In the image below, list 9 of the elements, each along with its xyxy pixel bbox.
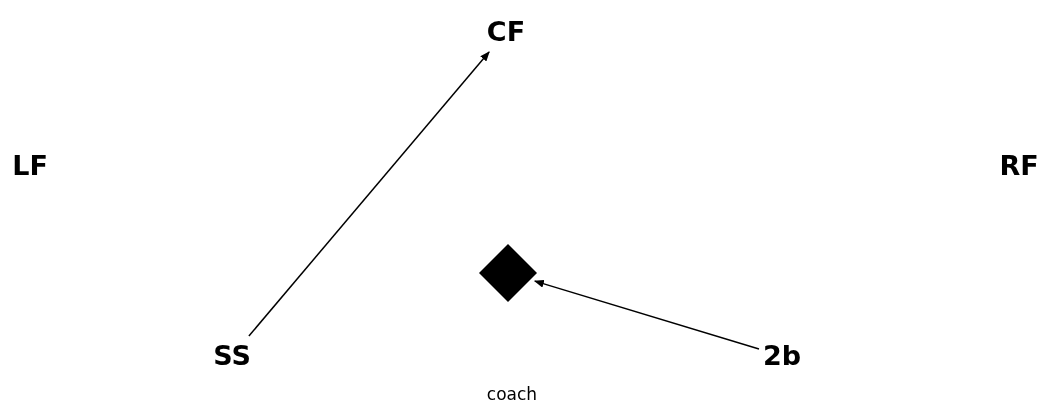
note-label: coach (486, 384, 538, 404)
position-label: RF (999, 150, 1039, 182)
arrow (533, 279, 760, 350)
position-label: SS (213, 340, 251, 372)
base-diamond (479, 244, 537, 302)
position-label: LF (12, 150, 48, 182)
position-label: CF (486, 16, 526, 48)
position-label: 2b (762, 340, 802, 372)
arrow (248, 51, 490, 337)
